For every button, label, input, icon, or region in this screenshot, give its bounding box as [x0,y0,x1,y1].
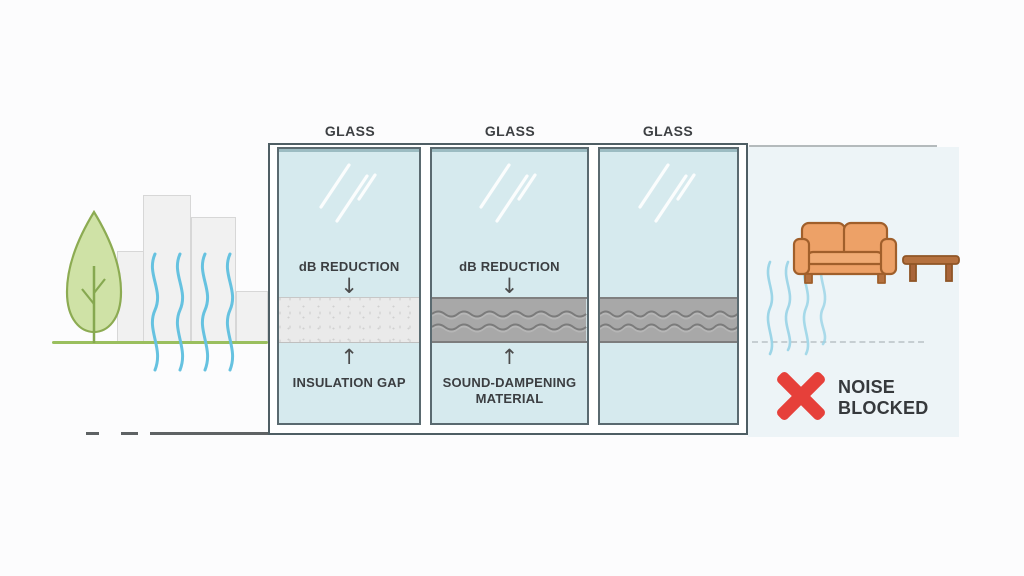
db-reduction-label-1: dB REDUCTION [298,259,400,274]
down-arrow-icon: ↓ [340,274,358,298]
tree-icon [65,209,123,343]
room-dashed-line [752,341,924,343]
glass-label-1: GLASS [324,123,376,139]
room-background [748,147,959,437]
ground-line [52,341,268,344]
glass-pane-2: dB REDUCTION ↓ ↑ SOUND-DAMPENING MATERIA… [430,147,589,425]
window-frame: dB REDUCTION ↓ ↑ INSULATION GAP dB REDUC… [268,143,748,435]
dampening-wave-pattern [599,299,737,341]
down-arrow-icon: ↓ [500,274,519,298]
insulation-gap-label: INSULATION GAP [292,375,406,390]
insulation-gap-layer [279,297,420,343]
couch-icon [792,221,898,284]
glass-pane-1: dB REDUCTION ↓ ↑ INSULATION GAP [277,147,422,425]
glass-pane-3 [597,147,739,425]
db-reduction-label-2: dB REDUCTION [459,259,560,274]
base-dash [121,432,138,435]
glass-label-2: GLASS [484,123,536,139]
up-arrow-icon: ↑ [340,345,358,369]
sound-dampening-layer [432,297,587,343]
building-small-right [236,291,268,342]
coffee-table-icon [902,255,960,282]
up-arrow-icon: ↑ [500,345,519,369]
sound-dampening-layer [599,297,737,343]
sound-waves-icon [150,252,235,372]
base-dash [86,432,99,435]
glass-shine-icon [479,163,538,223]
noise-blocked-line2: BLOCKED [838,397,929,418]
room-ceiling-line [749,145,937,147]
noise-blocked-line1: NOISE [838,377,896,397]
dampening-wave-pattern [432,299,587,341]
glass-shine-icon [638,163,696,223]
noise-blocked-label: NOISE BLOCKED [838,377,928,418]
glass-label-3: GLASS [642,123,694,139]
sound-dampening-label: SOUND-DAMPENING MATERIAL [442,375,577,406]
noise-blocked-x-icon [775,370,827,422]
glass-shine-icon [319,163,377,223]
